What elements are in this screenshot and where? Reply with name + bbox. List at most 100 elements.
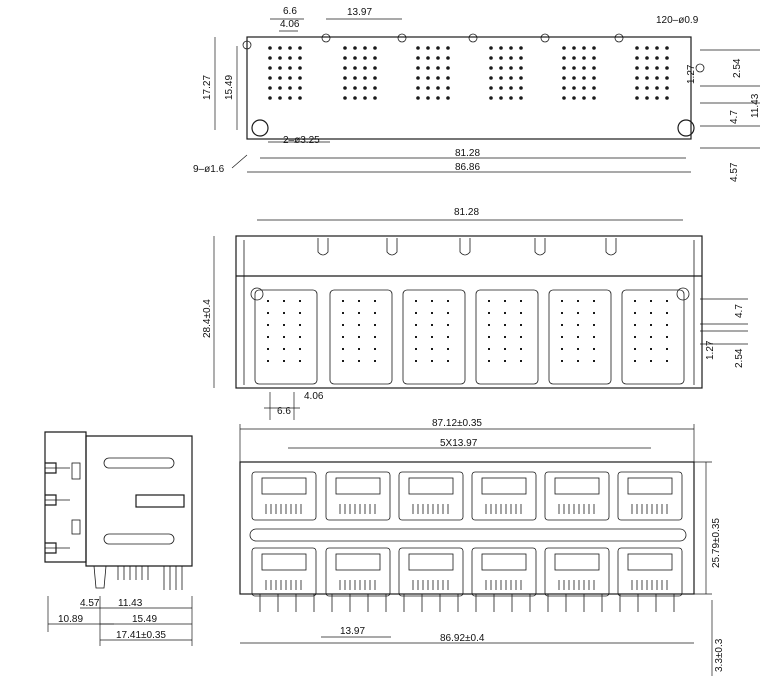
port-bay: [402, 289, 466, 385]
bay-pin: [634, 360, 636, 362]
pcb-pin-hole: [416, 86, 420, 90]
bay-pin: [593, 312, 595, 314]
pcb-pin-hole: [645, 96, 649, 100]
pcb-pin-hole: [562, 46, 566, 50]
bay-pin: [634, 336, 636, 338]
rear-mount-hole: [250, 287, 264, 301]
bay-pin: [283, 348, 285, 350]
pcb-pin-hole: [499, 96, 503, 100]
pcb-pin-hole: [489, 46, 493, 50]
top-dim-11-43: 11.43: [750, 93, 761, 118]
bay-pin: [374, 300, 376, 302]
bay-pin: [342, 312, 344, 314]
bay-pin: [520, 312, 522, 314]
front-dim-87-12: 87.12±0.35: [432, 418, 482, 429]
bay-pin: [504, 360, 506, 362]
pcb-pin-hole: [635, 86, 639, 90]
pcb-pin-hole: [416, 76, 420, 80]
bay-pin: [561, 312, 563, 314]
front-dim-25-79: 25.79±0.35: [711, 518, 722, 568]
pcb-pin-hole: [582, 56, 586, 60]
pcb-pin-hole: [635, 46, 639, 50]
pcb-pin-hole: [343, 86, 347, 90]
pcb-pin-hole: [416, 96, 420, 100]
front-dim-86-92: 86.92±0.4: [440, 633, 485, 644]
pcb-pin-hole: [572, 86, 576, 90]
front-dim-3-3: 3.3±0.3: [714, 638, 725, 672]
rear-view: 81.28 28.4±0.4 4.7 1.27 2.54 4.06 6.6: [202, 207, 748, 420]
bay-pin: [299, 300, 301, 302]
pcb-pin-hole: [278, 86, 282, 90]
side-dim-4-57: 4.57: [80, 598, 100, 609]
pcb-pin-hole: [426, 46, 430, 50]
bay-pin: [488, 312, 490, 314]
bay-pin: [431, 336, 433, 338]
bay-pin: [666, 348, 668, 350]
pcb-pin-hole: [665, 66, 669, 70]
pcb-pin-hole: [268, 96, 272, 100]
bay-pin: [374, 336, 376, 338]
pcb-pin-hole: [499, 76, 503, 80]
pcb-pin-hole: [353, 66, 357, 70]
pcb-pin-hole: [373, 86, 377, 90]
pcb-pin-hole: [298, 46, 302, 50]
pcb-mount-hole: [540, 33, 550, 43]
pcb-pin-hole: [363, 66, 367, 70]
top-view-mount-holes: [242, 33, 705, 137]
bay-pin: [342, 336, 344, 338]
pcb-pin-hole: [288, 56, 292, 60]
pcb-pin-hole: [288, 46, 292, 50]
bay-pin: [520, 348, 522, 350]
pcb-pin-hole: [499, 46, 503, 50]
pcb-pin-hole: [298, 66, 302, 70]
bay-pin: [561, 336, 563, 338]
pcb-pin-hole: [489, 96, 493, 100]
bay-pin: [358, 324, 360, 326]
pcb-pin-hole: [655, 86, 659, 90]
pcb-pin-hole: [353, 76, 357, 80]
port-bay: [475, 289, 539, 385]
pcb-pin-hole: [582, 86, 586, 90]
pcb-pin-hole: [562, 56, 566, 60]
bay-pin: [504, 324, 506, 326]
latch-tab: [459, 238, 471, 256]
top-dim-13-97: 13.97: [347, 7, 372, 18]
pcb-pin-hole: [499, 66, 503, 70]
pcb-pin-hole: [446, 76, 450, 80]
side-view: 4.57 11.43 10.89 15.49 17.41±0.35: [44, 431, 193, 646]
rj45-latch: [554, 477, 600, 495]
bay-pin: [342, 348, 344, 350]
pcb-mount-hole: [242, 40, 252, 50]
pcb-pin-hole: [373, 66, 377, 70]
side-dim-10-89: 10.89: [58, 614, 83, 625]
bay-pin: [634, 324, 636, 326]
rear-dim-6-6: 6.6: [277, 406, 291, 417]
bay-pin: [634, 348, 636, 350]
rear-view-latch-tabs: [317, 238, 617, 256]
bay-pin: [577, 336, 579, 338]
bay-pin: [374, 324, 376, 326]
bay-pin: [593, 360, 595, 362]
top-dim-4-06: 4.06: [280, 19, 300, 30]
pcb-pin-hole: [268, 46, 272, 50]
pcb-pin-hole: [298, 56, 302, 60]
bay-pin: [267, 300, 269, 302]
pcb-pin-hole: [363, 46, 367, 50]
pcb-pin-hole: [635, 96, 639, 100]
pcb-pin-hole: [363, 56, 367, 60]
top-dim-86-86: 86.86: [455, 162, 480, 173]
front-dim-13-97: 13.97: [340, 626, 365, 637]
pcb-pin-hole: [572, 56, 576, 60]
pcb-pin-hole: [416, 66, 420, 70]
pcb-pin-hole: [489, 76, 493, 80]
pcb-pin-hole: [446, 56, 450, 60]
pcb-pin-hole: [645, 76, 649, 80]
pcb-pin-hole: [436, 96, 440, 100]
bay-pin: [666, 324, 668, 326]
pcb-pin-hole: [655, 96, 659, 100]
side-dim-17-41: 17.41±0.35: [116, 630, 166, 641]
rj45-port: [471, 471, 537, 521]
bay-pin: [358, 360, 360, 362]
pcb-pin-hole: [268, 76, 272, 80]
rj45-port: [617, 471, 683, 521]
